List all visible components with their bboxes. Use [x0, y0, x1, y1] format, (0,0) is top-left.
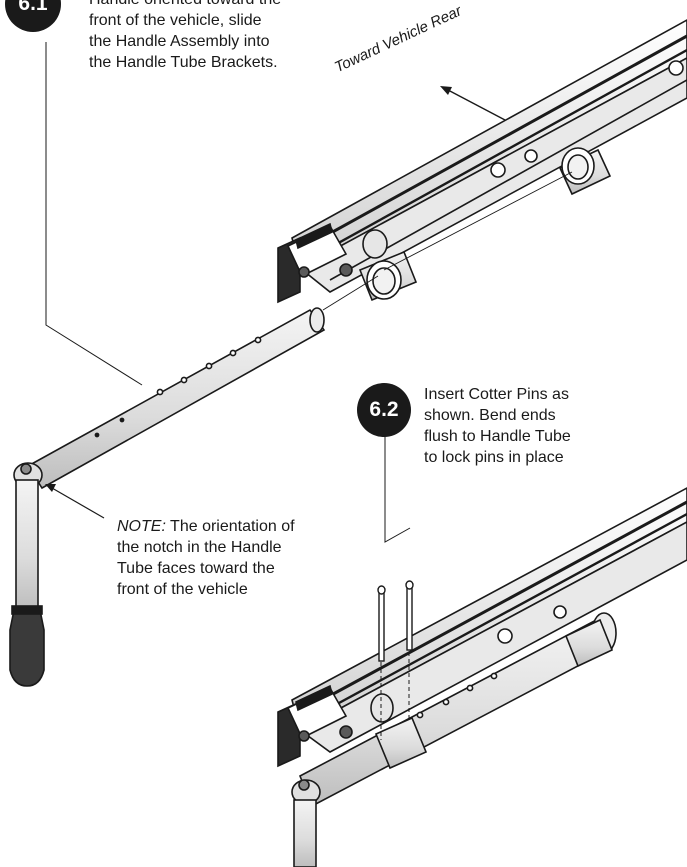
upper-end-cap — [277, 222, 353, 304]
note-line-1: NOTE: The orientation of — [117, 517, 295, 537]
note-line-1-rest: The orientation of — [165, 518, 295, 535]
upper-rail — [291, 19, 687, 293]
step-6-1-line-1: Handle oriented toward the — [89, 0, 281, 10]
step-6-1-leader — [45, 42, 143, 386]
step-6-1-line-4: the Handle Tube Brackets. — [89, 54, 278, 71]
direction-arrow — [440, 86, 506, 121]
upper-bracket-rear — [558, 147, 612, 196]
step-6-2-line-2: shown. Bend ends — [424, 407, 556, 424]
note-line-2: the notch in the Handle — [117, 539, 282, 556]
note-line-4: front of the vehicle — [117, 581, 248, 598]
cotter-pins — [377, 580, 414, 662]
step-6-1-line-2: front of the vehicle, slide — [89, 12, 262, 29]
insertion-guide-lines — [322, 171, 573, 311]
handle-grip-upper — [9, 462, 45, 687]
lower-brackets — [370, 618, 614, 770]
step-6-2-line-3: flush to Handle Tube — [424, 428, 571, 445]
step-6-2-line-4: to lock pins in place — [424, 449, 564, 466]
lower-handle-end — [291, 779, 321, 867]
handle-tube-upper — [26, 307, 326, 490]
step-6-1-line-3: the Handle Assembly into — [89, 33, 270, 50]
note-prefix: NOTE: — [117, 518, 166, 535]
note-line-3: Tube faces toward the — [117, 560, 275, 577]
note-arrow — [45, 484, 105, 519]
lower-end-cap — [277, 684, 353, 768]
step-6-2-leader — [384, 433, 411, 543]
step-6-2-line-1: Insert Cotter Pins as — [424, 386, 569, 403]
upper-bracket-front — [358, 229, 418, 302]
step-6-2-badge: 6.2 — [357, 383, 411, 437]
pin-insertion-dashes — [380, 652, 410, 740]
